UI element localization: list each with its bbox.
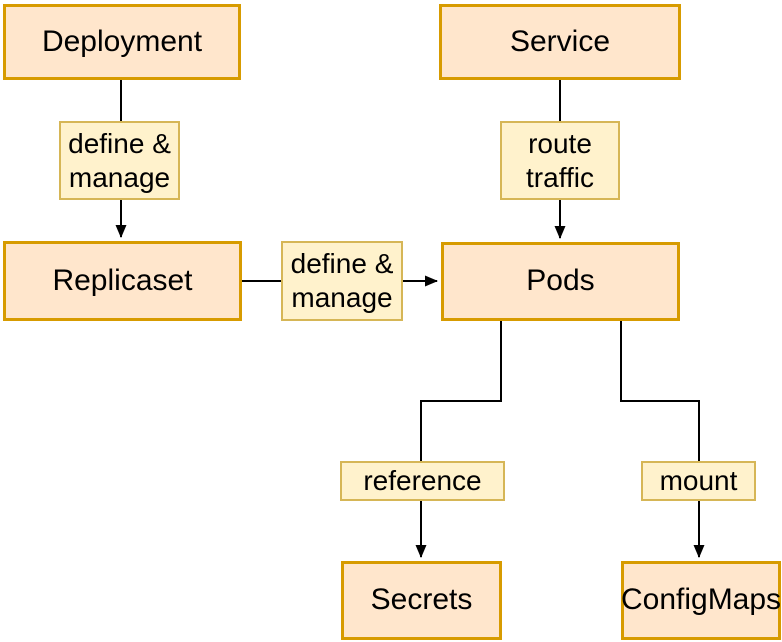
edge-label-define-manage-2: define & manage — [281, 241, 403, 321]
node-pods: Pods — [441, 242, 680, 321]
connector-pods-secrets — [415, 321, 502, 558]
connector-pods-configmaps — [620, 321, 705, 558]
node-configmaps: ConfigMaps — [621, 561, 781, 640]
edge-label-route-traffic-text: route traffic — [526, 127, 594, 193]
node-secrets: Secrets — [341, 561, 502, 640]
edge-label-route-traffic: route traffic — [500, 121, 620, 200]
edge-label-reference: reference — [340, 461, 505, 501]
edge-label-reference-text: reference — [363, 465, 482, 497]
edge-label-define-manage-1: define & manage — [59, 121, 180, 200]
node-service-label: Service — [509, 24, 611, 58]
node-pods-label: Pods — [526, 264, 595, 298]
edge-label-define-manage-2-text: define & manage — [290, 248, 394, 313]
node-configmaps-label: ConfigMaps — [620, 583, 782, 617]
node-service: Service — [439, 4, 681, 80]
node-deployment: Deployment — [3, 4, 241, 80]
edge-label-mount: mount — [641, 461, 756, 501]
node-deployment-label: Deployment — [41, 24, 203, 58]
edge-label-define-manage-1-text: define & manage — [68, 127, 171, 193]
node-replicaset: Replicaset — [3, 241, 242, 321]
node-replicaset-label: Replicaset — [52, 263, 193, 297]
edge-label-mount-text: mount — [659, 465, 738, 497]
node-secrets-label: Secrets — [370, 583, 473, 617]
